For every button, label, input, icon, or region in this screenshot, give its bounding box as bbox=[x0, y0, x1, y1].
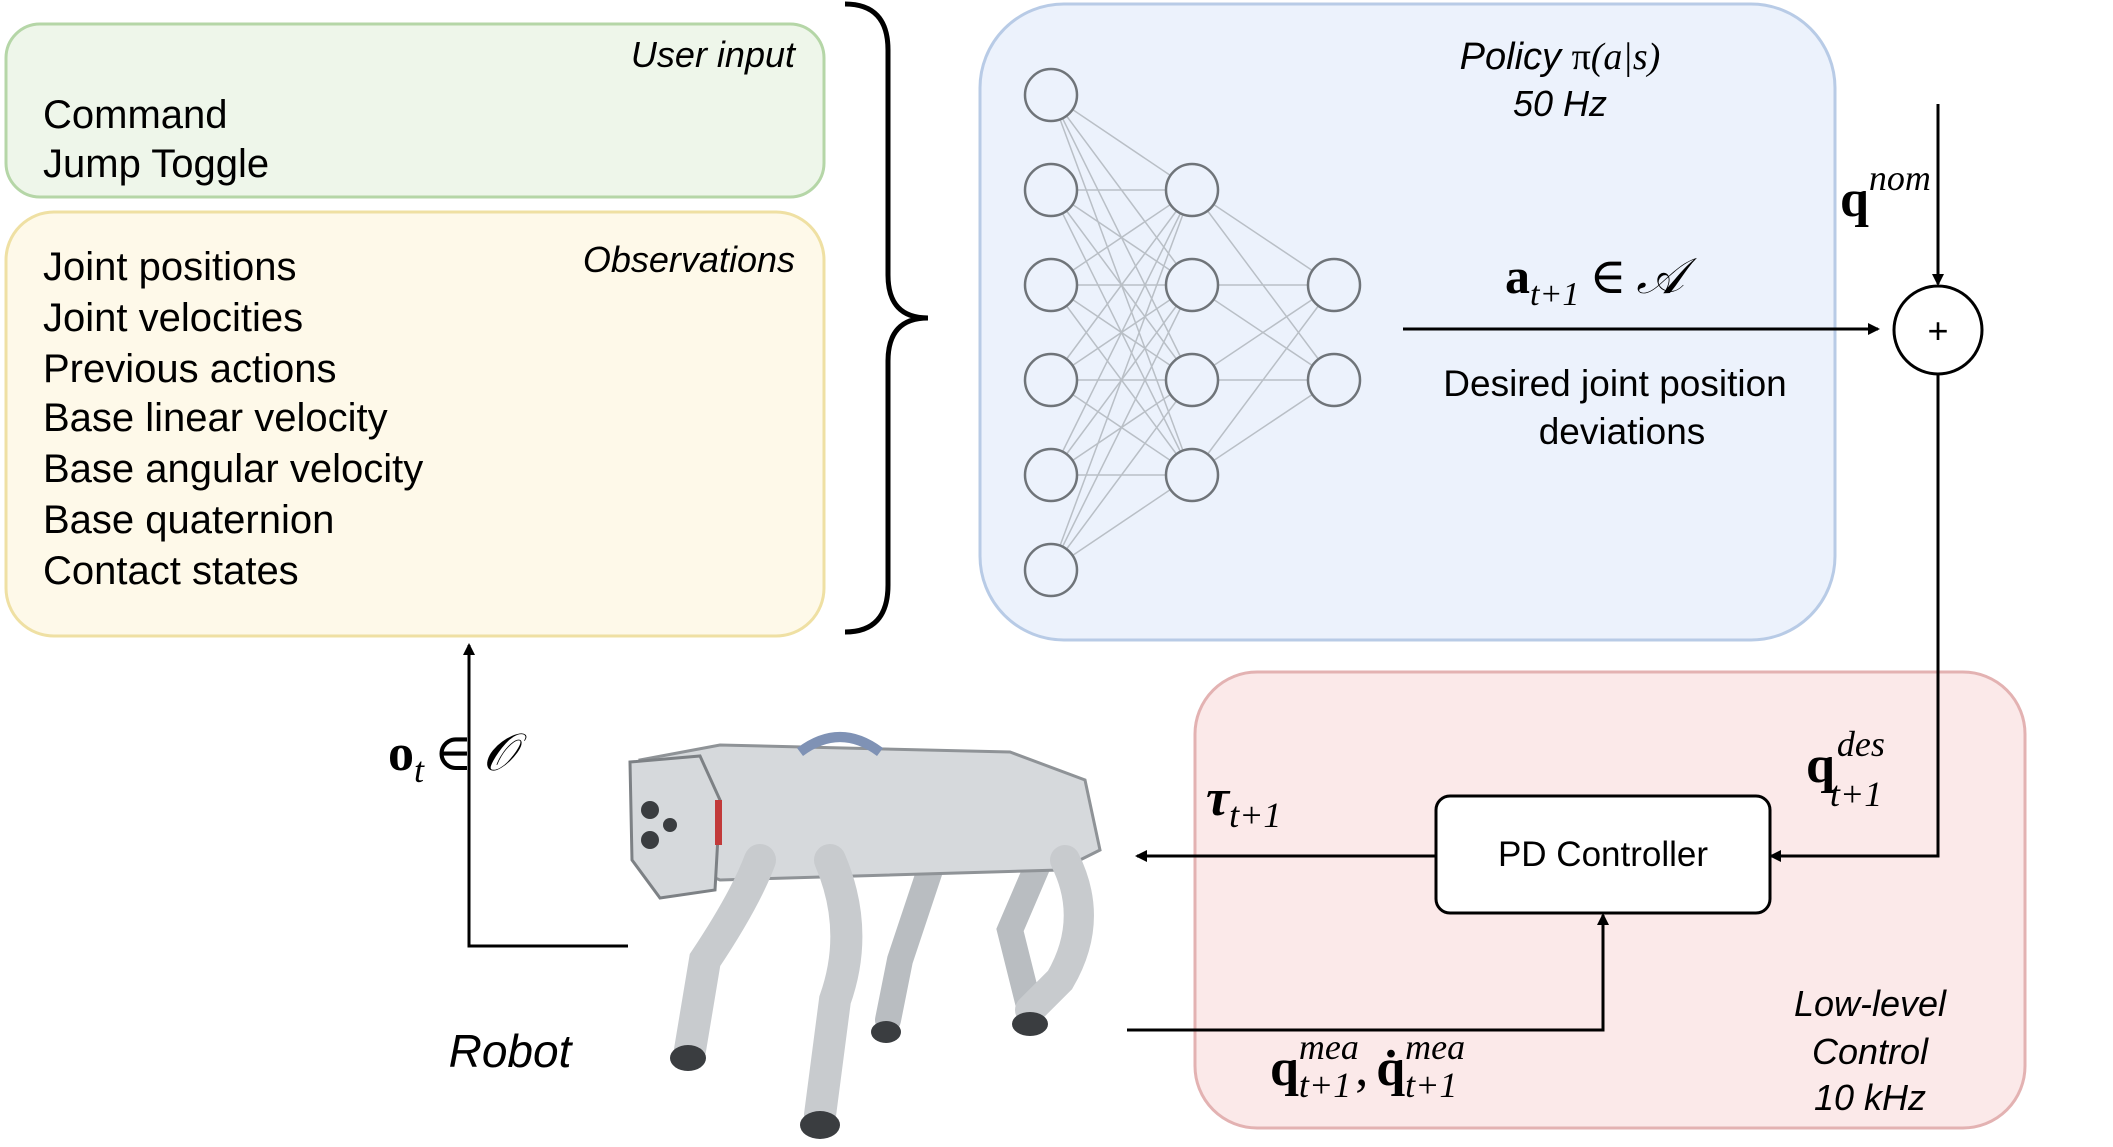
sum-node-label: + bbox=[1927, 310, 1948, 351]
observation-item: Contact states bbox=[43, 549, 299, 593]
nn-neuron bbox=[1023, 162, 1079, 218]
observations-panel bbox=[4, 210, 826, 638]
user-input-panel bbox=[4, 22, 826, 199]
observations-box: Observations Joint positions Joint veloc… bbox=[4, 210, 826, 638]
nn-neuron bbox=[1164, 162, 1220, 218]
low-level-line2: Control bbox=[1812, 1031, 1929, 1072]
low-level-line1: Low-level bbox=[1794, 983, 1947, 1024]
nn-neuron bbox=[1023, 67, 1079, 123]
user-input-item: Jump Toggle bbox=[43, 142, 269, 186]
policy-rate: 50 Hz bbox=[1513, 83, 1607, 124]
input-brace bbox=[844, 1, 929, 635]
user-input-title: User input bbox=[631, 34, 797, 75]
desired-position-arrow bbox=[1769, 374, 1940, 862]
nn-neuron bbox=[1164, 447, 1220, 503]
robot-camera bbox=[641, 801, 659, 819]
nn-connection bbox=[1050, 94, 1193, 191]
observation-item: Base angular velocity bbox=[43, 447, 423, 491]
robot-foot bbox=[800, 1111, 840, 1139]
nn-neuron bbox=[1164, 257, 1220, 313]
nn-connection bbox=[1191, 189, 1335, 286]
robot-label: Robot bbox=[449, 1025, 574, 1077]
robot-leg bbox=[875, 857, 943, 1033]
nn-neuron bbox=[1164, 352, 1220, 408]
nn-connection bbox=[1191, 284, 1335, 476]
nn-connection bbox=[1050, 189, 1193, 381]
neural-network-graph bbox=[1023, 67, 1362, 598]
nn-connection bbox=[1050, 189, 1193, 571]
nn-connection bbox=[1050, 474, 1193, 571]
nominal-position-label: qnom bbox=[1840, 158, 1931, 228]
observation-output-label: ot∈𝒪 bbox=[388, 725, 528, 790]
policy-panel bbox=[978, 2, 1837, 642]
nn-neuron bbox=[1023, 542, 1079, 598]
quadruped-robot-illustration bbox=[628, 732, 1102, 1139]
observation-item: Joint positions bbox=[43, 245, 296, 289]
observation-arrow bbox=[463, 643, 628, 948]
nn-neuron bbox=[1306, 257, 1362, 313]
user-input-box: User input Command Jump Toggle bbox=[4, 22, 826, 199]
policy-box: Policy π(a|s) 50 Hz bbox=[978, 2, 1837, 642]
robot-leg bbox=[1015, 845, 1094, 1025]
robot-leg bbox=[996, 847, 1053, 1023]
observation-item: Joint velocities bbox=[43, 296, 303, 340]
nn-connection bbox=[1050, 379, 1193, 571]
pd-controller-label: PD Controller bbox=[1498, 835, 1708, 874]
nn-neuron bbox=[1306, 352, 1362, 408]
robot-foot bbox=[670, 1045, 706, 1071]
observation-item: Base quaternion bbox=[43, 498, 334, 542]
robot-leg bbox=[674, 844, 776, 1066]
action-description-line1: Desired joint position bbox=[1443, 363, 1786, 404]
robot-accent bbox=[715, 800, 722, 845]
robot-leg bbox=[804, 844, 863, 1131]
robot-handle bbox=[797, 732, 883, 757]
low-level-rate: 10 kHz bbox=[1814, 1077, 1926, 1118]
measured-state-arrow bbox=[1127, 913, 1609, 1032]
robot-foot bbox=[871, 1021, 901, 1043]
observation-item: Previous actions bbox=[43, 347, 336, 391]
observation-item: Base linear velocity bbox=[43, 396, 388, 440]
action-description-line2: deviations bbox=[1539, 411, 1706, 452]
nn-connection bbox=[1050, 189, 1193, 286]
nn-neuron bbox=[1023, 257, 1079, 313]
nn-connection bbox=[1050, 189, 1193, 476]
nn-neuron bbox=[1023, 447, 1079, 503]
nn-connection bbox=[1050, 284, 1193, 571]
nn-connection bbox=[1191, 284, 1335, 381]
robot-foot bbox=[1012, 1012, 1048, 1036]
torque-label: τt+1 bbox=[1206, 770, 1281, 835]
robot-camera bbox=[641, 831, 659, 849]
policy-title: Policy π(a|s) bbox=[1460, 36, 1661, 78]
nn-connection bbox=[1191, 379, 1335, 476]
observations-title: Observations bbox=[583, 239, 795, 280]
nn-neuron bbox=[1023, 352, 1079, 408]
robot-camera bbox=[663, 818, 677, 832]
user-input-item: Command bbox=[43, 93, 228, 137]
